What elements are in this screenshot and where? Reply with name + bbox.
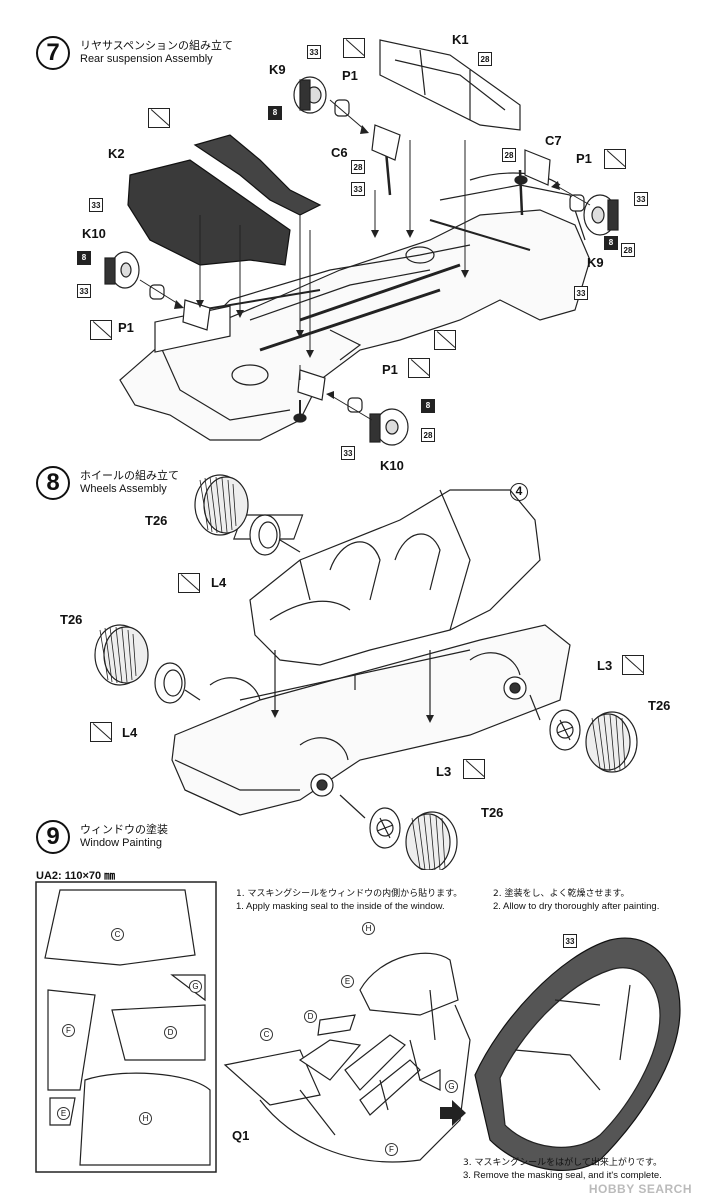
color-tag-33: 33 — [351, 182, 365, 196]
step-7-title-jp: リヤサスペンションの組み立て — [80, 39, 234, 52]
color-tag-8: 8 — [268, 106, 282, 120]
note-2-jp: 2. 塗装をし、よく乾燥させます。 — [493, 889, 630, 899]
color-tag-8: 8 — [421, 399, 435, 413]
label-t26-right: T26 — [648, 698, 671, 713]
note-3-jp: 3. マスキングシールをはがして出来上がりです。 — [463, 1158, 663, 1168]
color-tag-33: 33 — [341, 446, 355, 460]
seal-letter-c: C — [260, 1028, 273, 1041]
label-t26-left: T26 — [60, 612, 83, 627]
label-t26-top: T26 — [145, 513, 168, 528]
seal-letter-f: F — [385, 1143, 398, 1156]
wheels-assembly-diagram — [94, 474, 638, 870]
note-1-en: 1. Apply masking seal to the inside of t… — [236, 901, 445, 912]
step-number-8: 8 — [36, 466, 70, 500]
color-tag-28: 28 — [502, 148, 516, 162]
color-tag-28: 28 — [351, 160, 365, 174]
step-7-title-en: Rear suspension Assembly — [80, 53, 213, 65]
color-tag-33: 33 — [89, 198, 103, 212]
step-number-9: 9 — [36, 820, 70, 854]
label-p1-left: P1 — [118, 320, 134, 335]
watermark: HOBBY SEARCH — [588, 1182, 692, 1196]
label-k9-right: K9 — [587, 255, 604, 270]
note-2-en: 2. Allow to dry thoroughly after paintin… — [493, 901, 660, 912]
label-l3-bottom: L3 — [436, 764, 452, 779]
no-paint-icon — [178, 573, 200, 593]
color-tag-33: 33 — [563, 934, 577, 948]
masking-sheet-size: UA2: 110×70 ㎜ — [36, 870, 116, 882]
seal-letter-d: D — [164, 1026, 177, 1039]
label-l4-left: L4 — [122, 725, 138, 740]
step-9-title-en: Window Painting — [80, 837, 162, 849]
no-paint-icon — [622, 655, 644, 675]
label-k2: K2 — [108, 146, 125, 161]
note-1-jp: 1. マスキングシールをウィンドウの内側から貼ります。 — [236, 889, 463, 899]
label-k10-left: K10 — [82, 226, 106, 241]
no-paint-icon — [463, 759, 485, 779]
no-paint-icon — [604, 149, 626, 169]
no-paint-icon — [408, 358, 430, 378]
label-p1-bottom: P1 — [382, 362, 398, 377]
color-tag-8: 8 — [604, 236, 618, 250]
color-tag-8: 8 — [77, 251, 91, 265]
label-p1-right: P1 — [576, 151, 592, 166]
color-tag-33: 33 — [634, 192, 648, 206]
step-number-7: 7 — [36, 36, 70, 70]
color-tag-33: 33 — [77, 284, 91, 298]
label-c7: C7 — [545, 133, 562, 148]
no-paint-icon — [434, 330, 456, 350]
body-reference-number: 4 — [510, 483, 528, 501]
label-l3-right: L3 — [597, 658, 613, 673]
label-q1: Q1 — [232, 1128, 250, 1143]
color-tag-28: 28 — [478, 52, 492, 66]
seal-letter-h: H — [362, 922, 375, 935]
color-tag-33: 33 — [307, 45, 321, 59]
seal-letter-h: H — [139, 1112, 152, 1125]
label-t26-bottom: T26 — [481, 805, 504, 820]
label-k1: K1 — [452, 32, 469, 47]
label-l4-top: L4 — [211, 575, 227, 590]
seal-letter-d: D — [304, 1010, 317, 1023]
seal-letter-e: E — [341, 975, 354, 988]
label-k9-top: K9 — [269, 62, 286, 77]
no-paint-icon — [90, 320, 112, 340]
seal-letter-g: G — [189, 980, 202, 993]
label-c6: C6 — [331, 145, 348, 160]
no-paint-icon — [343, 38, 365, 58]
seal-letter-f: F — [62, 1024, 75, 1037]
color-tag-28: 28 — [421, 428, 435, 442]
label-p1-top: P1 — [342, 68, 358, 83]
rear-suspension-diagram — [104, 39, 619, 446]
label-k10-bottom: K10 — [380, 458, 404, 473]
step-8-title-jp: ホイールの組み立て — [80, 469, 179, 482]
no-paint-icon — [148, 108, 170, 128]
no-paint-icon — [90, 722, 112, 742]
seal-letter-c: C — [111, 928, 124, 941]
seal-letter-g: G — [445, 1080, 458, 1093]
color-tag-28: 28 — [621, 243, 635, 257]
color-tag-33: 33 — [574, 286, 588, 300]
step-8-title-en: Wheels Assembly — [80, 483, 167, 495]
note-3-en: 3. Remove the masking seal, and it's com… — [463, 1170, 662, 1181]
seal-letter-e: E — [57, 1107, 70, 1120]
step-9-title-jp: ウィンドウの塗装 — [80, 823, 168, 836]
